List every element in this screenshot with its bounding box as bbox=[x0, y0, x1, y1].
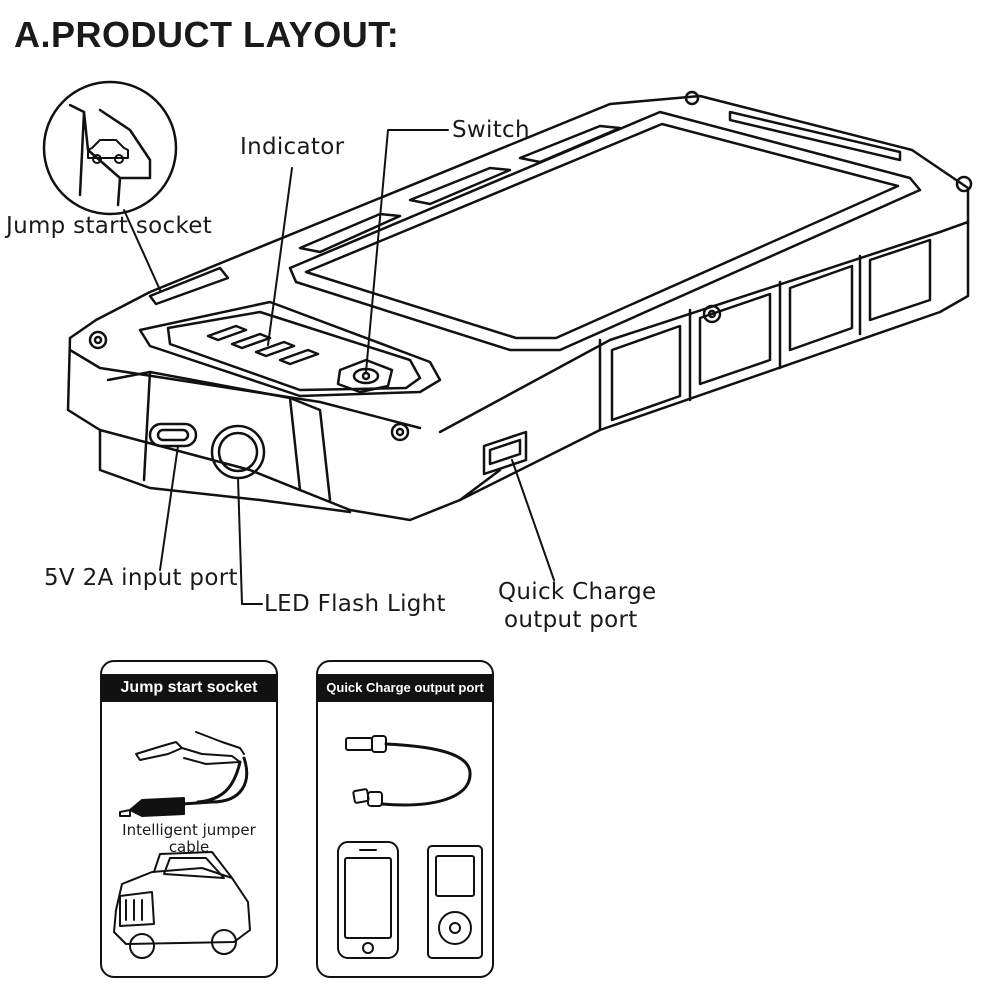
label-switch: Switch bbox=[452, 117, 530, 143]
label-quick-charge-line1: Quick Charge bbox=[498, 579, 657, 605]
power-switch-button bbox=[336, 358, 394, 394]
device-body bbox=[66, 90, 973, 522]
jumper-cable-illustration bbox=[113, 731, 251, 959]
led-flash-light bbox=[210, 424, 266, 480]
leader-flash-light bbox=[237, 477, 263, 605]
control-plate bbox=[138, 300, 442, 398]
leader-switch bbox=[365, 129, 449, 373]
label-indicator: Indicator bbox=[240, 134, 345, 160]
caption-line2: cable bbox=[168, 838, 210, 856]
page-title: A.PRODUCT LAYOUT: bbox=[14, 14, 400, 55]
front-face bbox=[106, 266, 528, 502]
jump-socket-magnifier bbox=[42, 80, 178, 216]
panel-quick-charge: Quick Charge output port bbox=[316, 660, 494, 978]
label-jump-start-socket: Jump start socket bbox=[6, 213, 213, 239]
leader-input-port bbox=[159, 445, 179, 571]
clamp-icon bbox=[135, 731, 245, 765]
usb-cable-icon bbox=[345, 735, 472, 807]
usb-c-port bbox=[148, 422, 198, 448]
panel-jump-start-socket: Jump start socket bbox=[100, 660, 278, 978]
indicator-bars bbox=[206, 324, 320, 366]
media-player-icon bbox=[427, 845, 483, 959]
quick-charge-usb-port bbox=[482, 430, 528, 476]
panel-quick-charge-title: Quick Charge output port bbox=[318, 674, 492, 702]
car-icon bbox=[87, 139, 129, 164]
leader-lines bbox=[123, 129, 555, 605]
label-quick-charge: Quick Charge output port bbox=[498, 578, 656, 634]
leader-quick-charge bbox=[511, 459, 555, 581]
smartphone-icon bbox=[337, 841, 399, 959]
leader-jump-socket bbox=[123, 209, 161, 291]
usb-cable-devices-illustration bbox=[337, 735, 483, 959]
label-input-port: 5V 2A input port bbox=[44, 565, 238, 591]
panel-jump-start-socket-title: Jump start socket bbox=[102, 674, 276, 702]
suv-car-icon bbox=[113, 851, 251, 959]
leader-indicator bbox=[267, 167, 293, 346]
label-flash-light: LED Flash Light bbox=[264, 591, 446, 617]
power-bank-illustration bbox=[42, 80, 973, 605]
caption-line1: Intelligent jumper bbox=[122, 821, 256, 839]
panel-jump-start-caption: Intelligent jumper cable bbox=[110, 822, 268, 856]
eight-plug-connector bbox=[119, 797, 185, 817]
label-quick-charge-line2: output port bbox=[504, 607, 638, 633]
top-window bbox=[288, 110, 922, 352]
